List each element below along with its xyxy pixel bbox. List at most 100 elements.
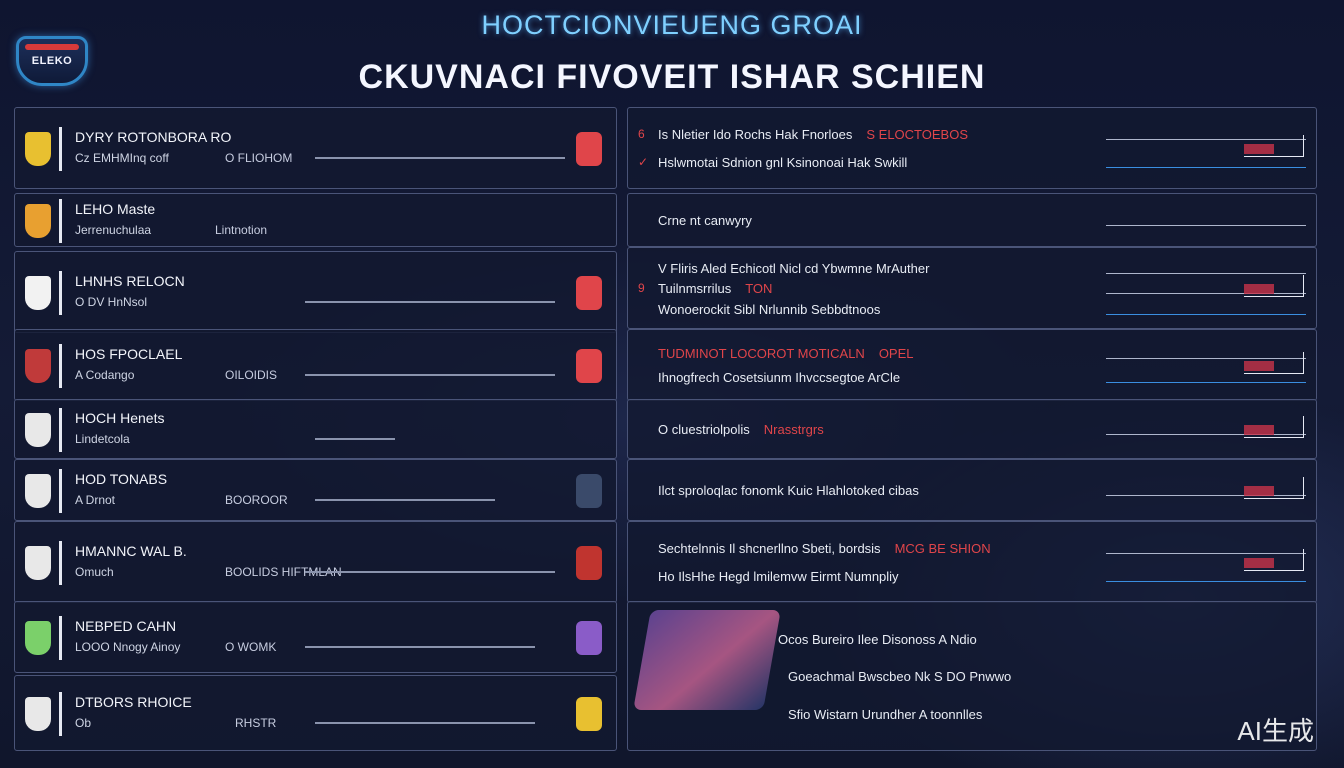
row-name: HOS FPOCLAEL	[75, 346, 183, 362]
row-name: HMANNC WAL B.	[75, 543, 187, 559]
row-emblem-icon[interactable]	[576, 546, 602, 580]
row-divider	[59, 127, 62, 171]
row-divider	[59, 271, 62, 315]
row-divider	[59, 541, 62, 585]
row-progress-track	[305, 301, 555, 303]
panel-line-highlight: Nrasstrgrs	[763, 422, 824, 437]
panel-line-text: Hslwmotai Sdnion gnl Ksinonoai Hak Swkil…	[658, 154, 908, 170]
panel-line-text: Sechtelnnis Il shcnerllno Sbeti, bordsis	[658, 541, 881, 557]
row-value: BOOLIDS HIFTMLAN	[225, 565, 342, 579]
panel-line-track	[1106, 139, 1306, 141]
team-badge-icon	[25, 349, 51, 383]
panel-line: V Fliris Aled Echicotl Nicl cd Ybwmne Mr…	[658, 261, 929, 276]
panel-line-text: Ho IlsHhe Hegd lmilemvw Eirmt Numnpliy	[658, 568, 899, 584]
row-progress-track	[305, 374, 555, 376]
panel-expand-icon[interactable]	[1244, 135, 1304, 157]
line-marker: ✓	[638, 154, 649, 169]
row-subtitle: LOOO Nnogy Ainoy	[75, 640, 181, 654]
panel-line-text: Sfio Wistarn Urundher A toonnlles	[788, 706, 983, 722]
row-subtitle: Cz EMHMInq coff	[75, 151, 169, 165]
row-emblem-icon[interactable]	[576, 621, 602, 655]
row-name: LEHO Maste	[75, 201, 156, 217]
detail-panel[interactable]: V Fliris Aled Echicotl Nicl cd Ybwmne Mr…	[627, 247, 1317, 329]
panel-line-track	[1106, 225, 1306, 226]
panel-expand-mark	[1244, 558, 1274, 568]
panel-expand-icon[interactable]	[1244, 416, 1304, 438]
panel-line-text: Wonoerockit Sibl Nrlunnib Sebbdtnoos	[658, 301, 881, 317]
row-emblem-icon[interactable]	[576, 349, 602, 383]
panel-line: Ocos Bureiro Ilee Disonoss A Ndio	[778, 632, 977, 647]
panel-line: Ilct sproloqlac fonomk Kuic Hlahlotoked …	[658, 483, 919, 498]
row-name: LHNHS RELOCN	[75, 273, 185, 289]
panel-expand-mark	[1244, 361, 1274, 371]
row-subtitle: A Codango	[75, 368, 135, 382]
row-divider	[59, 344, 62, 388]
row-progress-track	[305, 571, 555, 573]
panel-line-text: TUDMINOT LOCOROT MOTICALN	[658, 346, 865, 361]
logo-stripe	[25, 44, 79, 50]
row-divider	[59, 199, 62, 243]
row-divider	[59, 408, 62, 452]
team-badge-icon	[25, 413, 51, 447]
panel-line: Wonoerockit Sibl Nrlunnib Sebbdtnoos	[658, 302, 880, 317]
panel-line-track	[1106, 313, 1306, 315]
panel-expand-icon[interactable]	[1244, 275, 1304, 297]
ai-watermark: AI生成	[1237, 716, 1314, 746]
team-badge-icon	[25, 276, 51, 310]
row-emblem-icon[interactable]	[576, 276, 602, 310]
panel-line-track	[1106, 272, 1306, 274]
detail-panel[interactable]: Ilct sproloqlac fonomk Kuic Hlahlotoked …	[627, 459, 1317, 521]
panel-line-highlight: S ELOCTOEBOS	[866, 127, 968, 143]
team-badge-icon	[25, 474, 51, 508]
panel-artwork	[633, 610, 781, 710]
team-badge-icon	[25, 204, 51, 238]
panel-line: TUDMINOT LOCOROT MOTICALN OPEL	[658, 346, 914, 361]
detail-panel[interactable]: Crne nt canwyry	[627, 193, 1317, 247]
row-name: DYRY ROTONBORA RO	[75, 129, 232, 145]
panel-expand-icon[interactable]	[1244, 352, 1304, 374]
row-divider	[59, 616, 62, 660]
row-emblem-icon[interactable]	[576, 697, 602, 731]
row-emblem-icon[interactable]	[576, 474, 602, 508]
panel-line: Sfio Wistarn Urundher A toonnlles	[788, 707, 982, 722]
row-divider	[59, 692, 62, 736]
row-name: HOD TONABS	[75, 471, 168, 487]
panel-line: Ho IlsHhe Hegd lmilemvw Eirmt Numnpliy	[658, 569, 899, 584]
panel-expand-icon[interactable]	[1244, 549, 1304, 571]
row-subtitle: Ob	[75, 716, 92, 730]
panel-expand-mark	[1244, 284, 1274, 294]
row-progress-track	[305, 646, 535, 648]
panel-line-text: Ilct sproloqlac fonomk Kuic Hlahlotoked …	[658, 483, 919, 498]
panel-line-text: Crne nt canwyry	[658, 213, 752, 228]
detail-panel[interactable]: Sechtelnnis Il shcnerllno Sbeti, bordsis…	[627, 521, 1317, 603]
team-badge-icon	[25, 546, 51, 580]
row-subtitle: A Drnot	[75, 493, 116, 507]
panel-line-highlight: OPEL	[878, 346, 914, 361]
panel-expand-mark	[1244, 144, 1274, 154]
panel-expand-icon[interactable]	[1244, 477, 1304, 499]
panel-line-text: Tuilnmsrrilus	[658, 281, 732, 296]
row-name: HOCH Henets	[75, 410, 165, 426]
panel-line-track	[1106, 434, 1306, 435]
row-progress-track	[315, 722, 535, 724]
brand-logo[interactable]: ELEKO	[16, 36, 88, 86]
team-badge-icon	[25, 621, 51, 655]
panel-line-track	[1106, 166, 1306, 168]
panel-line-highlight: MCG BE SHION	[894, 541, 991, 557]
row-emblem-icon[interactable]	[576, 132, 602, 166]
